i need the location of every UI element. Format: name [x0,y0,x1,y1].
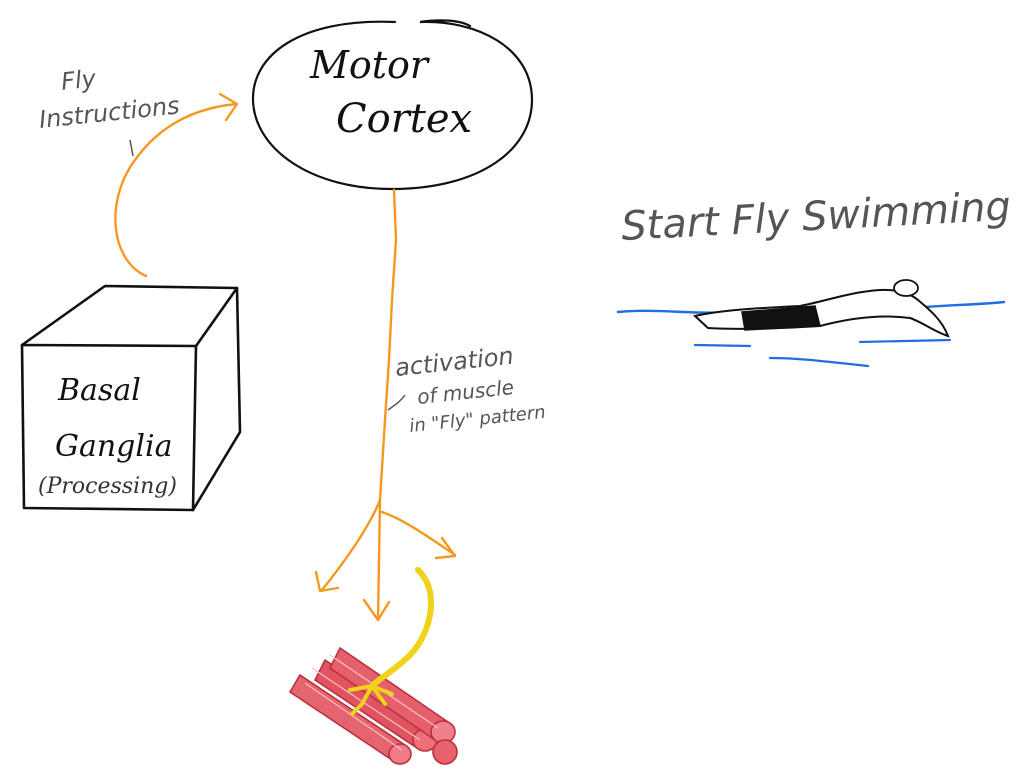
cube-side-face [191,286,242,512]
activation-branch-left-head [314,570,340,593]
basal-ganglia-label-line3: (Processing) [38,474,177,499]
activation-branch-left [320,498,382,592]
activation-leader [387,394,406,411]
swimmer-illustration [616,279,1006,368]
swimmer-body [692,288,950,338]
activation-pathway [314,188,457,622]
muscle-fiber-4-end [432,739,458,765]
fly-instructions-leader [129,139,134,157]
motor-cortex-ellipse [251,19,534,191]
motor-neuron-terminals [348,684,394,716]
motor-neuron-axon [369,567,434,689]
motor-neuron [348,567,434,716]
basal-ganglia-label-line1: Basal [57,373,141,408]
activation-trunk [378,188,398,502]
swimmer-head [893,279,919,297]
fly-instructions-label-line1: Fly [60,64,98,96]
water-line-right [858,338,952,344]
cube-top-face [20,284,239,348]
activation-branch-right [380,510,457,557]
swimmer-swimsuit [741,305,821,331]
activation-branch-middle-head [362,598,391,622]
basal-ganglia-node [20,284,242,512]
water-line-left [693,343,752,348]
motor-cortex-label-line1: Motor [309,43,431,87]
water-line-middle [768,356,870,368]
activation-branch-right-head [434,536,457,560]
motor-cortex-label-line2: Cortex [336,96,472,142]
activation-branch-middle [376,498,382,622]
swimming-title: Start Fly Swimming [620,184,1012,250]
basal-ganglia-label-line2: Ganglia [55,429,172,464]
fly-instructions-arrow-curve [114,102,238,278]
muscle-fiber-1-end [388,743,412,765]
fly-instructions-arrow [114,92,239,278]
muscle-bundle [288,646,458,765]
motor-cortex-node: Motor Cortex [251,19,534,191]
activation-label-line2: of muscle [416,375,515,409]
fly-instructions-arrow-head [218,92,239,122]
fly-instructions-label-line2: Instructions [38,91,181,134]
